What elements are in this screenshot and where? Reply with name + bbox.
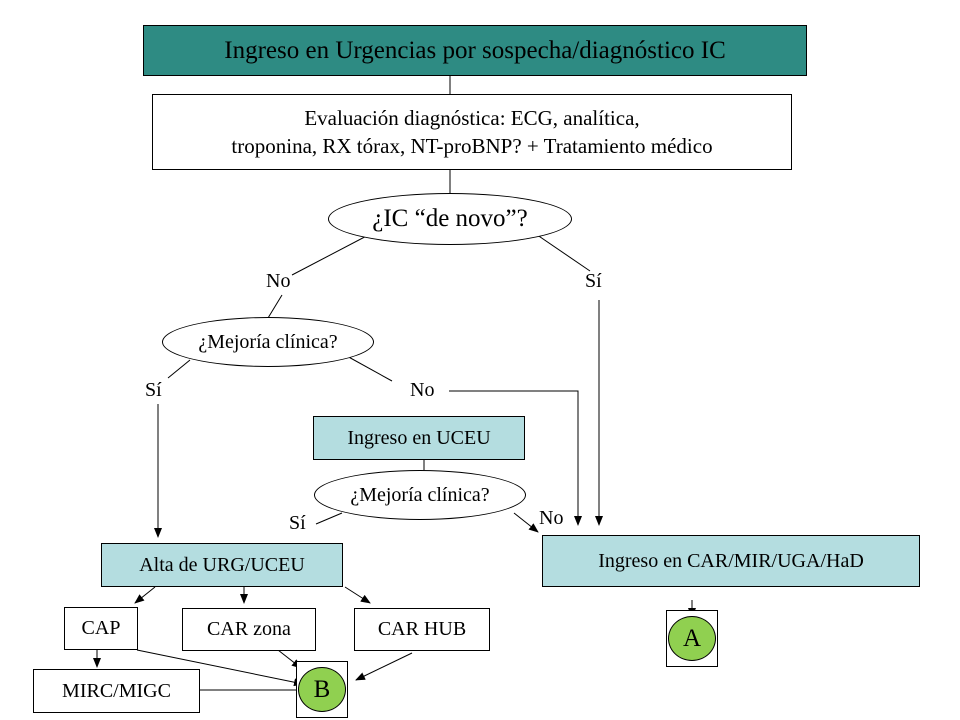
arrow-alta-carhub xyxy=(344,586,371,604)
cap-text: CAP xyxy=(81,617,121,639)
ingreso-uceu-text: Ingreso en UCEU xyxy=(347,426,491,449)
arrow-no-to-car-2 xyxy=(513,512,539,533)
ingreso-urgencias-box: Ingreso en Urgencias por sospecha/diagnó… xyxy=(143,25,807,76)
a-text: A xyxy=(682,624,702,652)
mejoria-clinica-decision-2: ¿Mejoría clínica? xyxy=(314,470,526,520)
ingreso-uceu-box: Ingreso en UCEU xyxy=(313,416,525,460)
arrow-carhub-b xyxy=(355,652,413,681)
cap-box: CAP xyxy=(64,607,138,650)
evaluacion-line-2: troponina, RX tórax, NT-proBNP? + Tratam… xyxy=(231,134,713,158)
b-circle: B xyxy=(298,667,346,712)
arrow-cap-b xyxy=(136,649,304,687)
edge-label-no-3: No xyxy=(539,507,564,529)
ic-de-novo-text: ¿IC “de novo”? xyxy=(372,205,528,232)
edge-label-no-2: No xyxy=(410,379,435,401)
car-zona-box: CAR zona xyxy=(182,608,316,651)
ingreso-urgencias-text: Ingreso en Urgencias por sospecha/diagnó… xyxy=(224,36,726,64)
edge-no-mejoria1 xyxy=(267,294,283,319)
b-text: B xyxy=(313,675,331,703)
ingreso-car-text: Ingreso en CAR/MIR/UGA/HaD xyxy=(598,549,864,572)
ic-de-novo-decision: ¿IC “de novo”? xyxy=(328,193,572,245)
edge-mejoria1-si xyxy=(167,359,191,379)
alta-urg-uceu-text: Alta de URG/UCEU xyxy=(139,553,305,576)
car-hub-text: CAR HUB xyxy=(377,618,467,640)
mejoria-clinica-decision-1: ¿Mejoría clínica? xyxy=(162,317,374,367)
a-circle: A xyxy=(668,616,716,661)
mirc-migc-text: MIRC/MIGC xyxy=(62,679,171,702)
arrow-alta-cap xyxy=(134,586,156,604)
edge-label-si-3: Sí xyxy=(289,512,306,534)
edge-label-si-2: Sí xyxy=(145,379,162,401)
edge-mejoria2-si xyxy=(315,512,343,525)
alta-urg-uceu-box: Alta de URG/UCEU xyxy=(101,543,343,587)
arrow-no-to-car xyxy=(449,390,582,526)
car-zona-text: CAR zona xyxy=(207,618,291,640)
mejoria-clinica-text-1: ¿Mejoría clínica? xyxy=(198,330,338,353)
ingreso-car-box: Ingreso en CAR/MIR/UGA/HaD xyxy=(542,535,920,587)
mejoria-clinica-text-2: ¿Mejoría clínica? xyxy=(350,483,490,506)
evaluacion-line-1: Evaluación diagnóstica: ECG, analítica, xyxy=(304,106,640,130)
evaluacion-box: Evaluación diagnóstica: ECG, analítica, … xyxy=(152,94,792,170)
edge-label-si: Sí xyxy=(585,270,602,292)
edge-label-no: No xyxy=(266,270,291,292)
edge-mejoria1-no xyxy=(344,354,393,382)
car-hub-box: CAR HUB xyxy=(354,608,490,651)
mirc-migc-box: MIRC/MIGC xyxy=(33,669,200,713)
